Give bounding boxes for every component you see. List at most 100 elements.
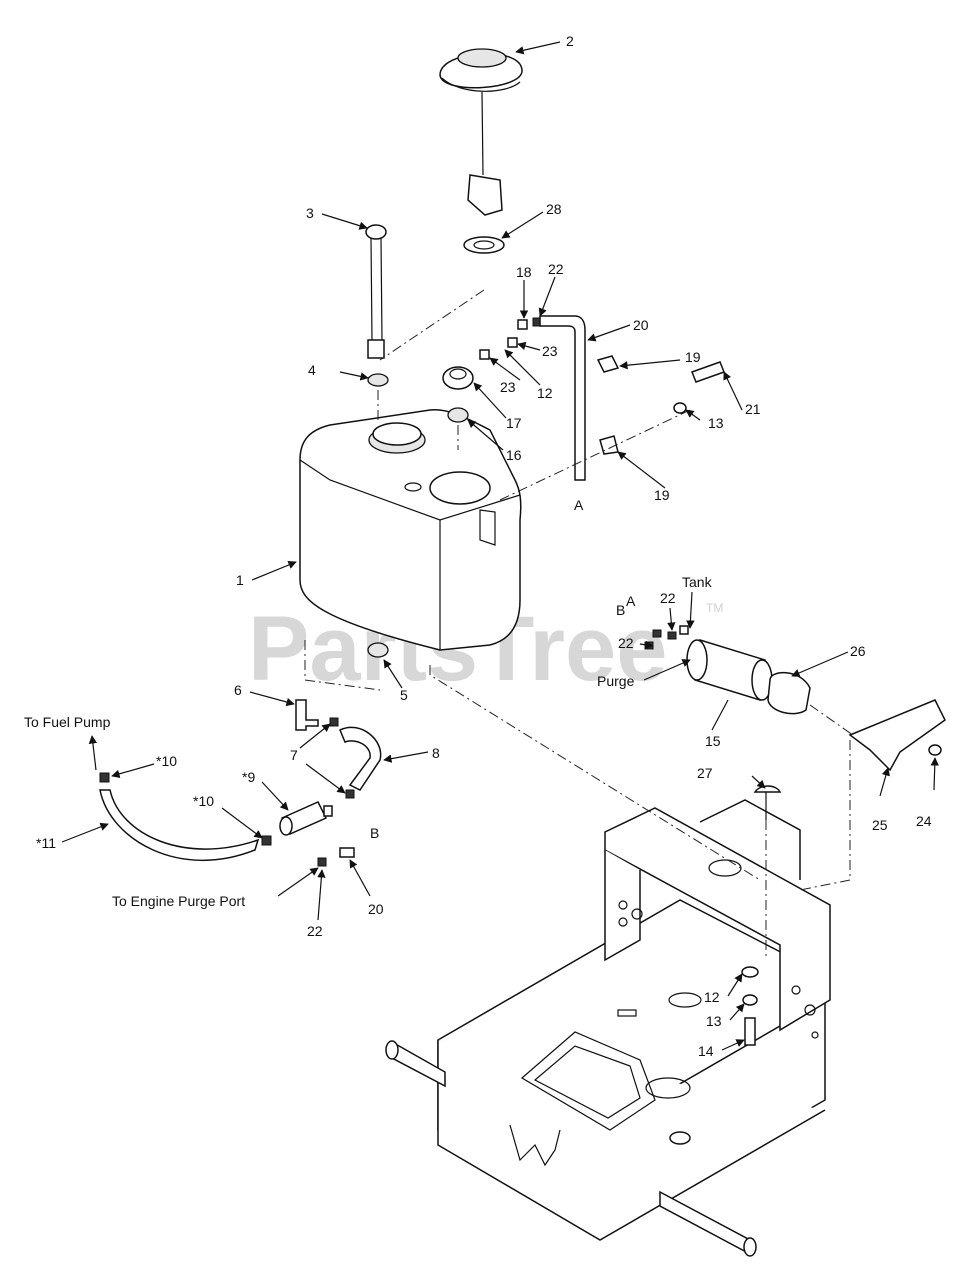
mounting-strap xyxy=(767,672,811,715)
callout-10b: *10 xyxy=(193,793,214,809)
callout-13-bottom: 13 xyxy=(706,1013,722,1029)
clip-19a xyxy=(596,355,620,373)
leader-5 xyxy=(383,659,403,689)
label-purge: Purge xyxy=(597,673,635,689)
bracket-25 xyxy=(848,699,946,772)
callout-B-mid: B xyxy=(616,602,625,618)
leader-27 xyxy=(751,775,766,789)
callout-6: 6 xyxy=(234,682,242,698)
leader-20-top xyxy=(587,324,631,342)
callout-3: 3 xyxy=(306,205,314,221)
callout-22-bottom: 22 xyxy=(307,923,323,939)
bolt-14 xyxy=(744,1017,756,1046)
leader-25 xyxy=(879,767,890,797)
callout-21: 21 xyxy=(745,401,761,417)
gasket-inner xyxy=(473,240,495,250)
callout-22-canister: 22 xyxy=(618,635,634,651)
callouts: 2 3 28 18 22 20 23 23 12 19 21 13 17 4 1… xyxy=(24,33,939,1059)
purge-canister xyxy=(644,625,773,701)
callout-18: 18 xyxy=(516,264,532,280)
leader-2 xyxy=(515,41,561,55)
label-to-engine-purge-port: To Engine Purge Port xyxy=(112,893,245,909)
leader-24 xyxy=(930,757,939,791)
leader-3 xyxy=(321,213,368,230)
vent-valve xyxy=(442,366,474,390)
fitting-18 xyxy=(517,319,528,330)
callout-7: 7 xyxy=(290,747,298,763)
leader-7b xyxy=(305,763,346,794)
callout-5: 5 xyxy=(400,687,408,703)
bolt-21 xyxy=(691,361,725,383)
callout-22-mid: 22 xyxy=(660,590,676,606)
leader-7 xyxy=(299,723,331,749)
callout-11: *11 xyxy=(36,835,56,851)
leader-12-bottom xyxy=(727,973,743,997)
callout-17: 17 xyxy=(506,415,522,431)
callout-12-top: 12 xyxy=(537,385,553,401)
callout-20-bottom: 20 xyxy=(368,901,384,917)
fuel-cap xyxy=(439,48,523,216)
washer-12-lower xyxy=(741,966,759,978)
callout-B-bottom: B xyxy=(370,825,379,841)
leader-19b xyxy=(617,451,666,489)
label-tank: Tank xyxy=(682,574,713,590)
leader-to-fuel-pump xyxy=(88,735,98,771)
callout-10a: *10 xyxy=(156,753,177,769)
leader-23b xyxy=(489,357,521,381)
leader-tank xyxy=(686,591,695,629)
leader-1 xyxy=(251,560,297,581)
leader-28 xyxy=(501,211,544,239)
callout-28: 28 xyxy=(546,201,562,217)
leader-14 xyxy=(721,1039,745,1051)
leader-13-bottom xyxy=(729,1003,745,1021)
fuel-line-assembly xyxy=(99,699,382,867)
callout-27: 27 xyxy=(697,765,713,781)
callout-4: 4 xyxy=(308,362,316,378)
fitting-23a xyxy=(507,337,518,348)
leader-19a xyxy=(619,359,681,370)
leader-8 xyxy=(383,751,429,763)
leader-11 xyxy=(61,822,109,843)
leader-22-mid xyxy=(667,607,676,631)
leader-15 xyxy=(711,699,729,731)
callout-24: 24 xyxy=(916,813,932,829)
leader-purge xyxy=(643,659,691,681)
leader-10b xyxy=(221,807,263,839)
callout-15: 15 xyxy=(705,733,721,749)
centerline-cap xyxy=(379,289,485,361)
washer-13-lower xyxy=(742,994,758,1006)
bushing xyxy=(447,407,469,423)
grommet-top xyxy=(367,373,389,387)
leader-engine-purge xyxy=(277,867,319,897)
fuel-tank xyxy=(299,409,522,651)
bolt-27 xyxy=(753,785,782,793)
gasket xyxy=(463,236,505,254)
callout-13-top: 13 xyxy=(708,415,724,431)
centerline-tank-frame xyxy=(429,665,761,881)
callout-22-top: 22 xyxy=(548,261,564,277)
fuel-gauge xyxy=(365,224,387,359)
centerline-bracket xyxy=(799,740,851,891)
leader-22-top xyxy=(538,276,556,317)
leader-20-bottom xyxy=(349,859,371,897)
callout-23b: 23 xyxy=(500,379,516,395)
leader-12-top xyxy=(504,349,541,386)
callout-A-top: A xyxy=(574,497,584,513)
fitting-23b xyxy=(479,349,490,360)
callout-9: *9 xyxy=(242,769,255,785)
leader-6 xyxy=(249,691,295,707)
centerline-drain xyxy=(304,640,381,691)
callout-26: 26 xyxy=(850,643,866,659)
callout-A-mid: A xyxy=(626,593,636,609)
chassis-frame xyxy=(385,799,831,1257)
watermark-tm: TM xyxy=(706,601,723,615)
centerline-strap xyxy=(499,409,691,501)
leader-10a xyxy=(111,763,155,778)
leader-21 xyxy=(723,371,743,411)
callout-1: 1 xyxy=(236,572,244,588)
vent-hose xyxy=(539,315,586,481)
callout-25: 25 xyxy=(872,817,888,833)
nut-24 xyxy=(928,744,942,756)
washer-13-top xyxy=(673,402,687,414)
